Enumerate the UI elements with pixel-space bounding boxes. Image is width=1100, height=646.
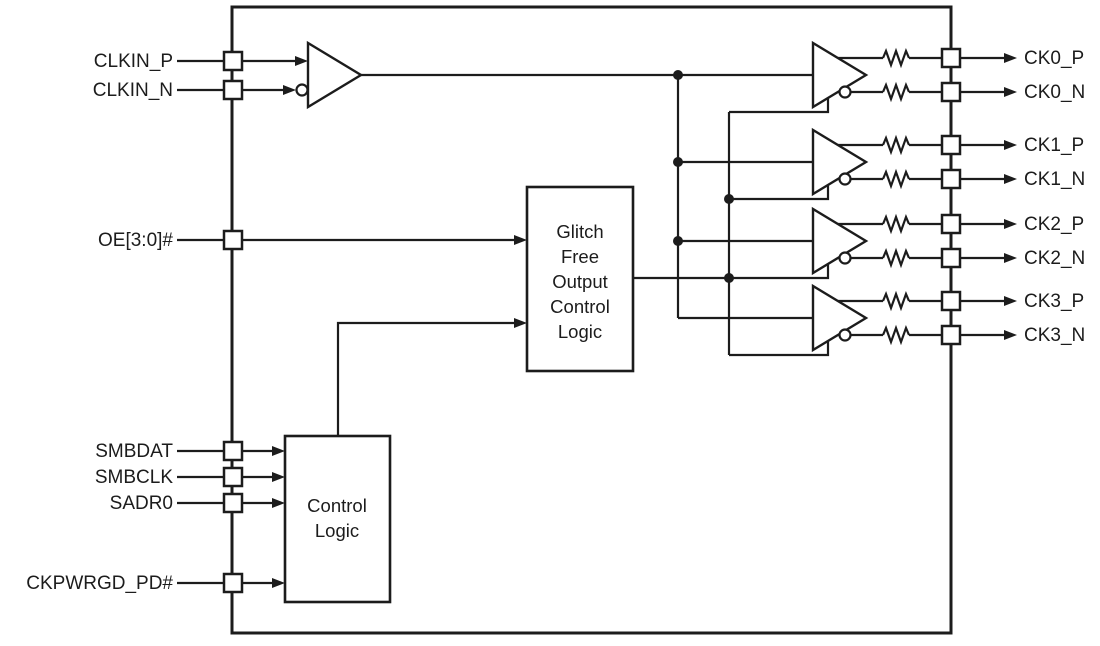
pad-ck2-n — [940, 247, 962, 269]
output-rows — [830, 47, 1017, 346]
pin-label: CLKIN_N — [93, 80, 173, 101]
input-buffer-triangle-icon — [306, 40, 364, 110]
pin-label: SADR0 — [110, 493, 173, 514]
pad-smbclk — [222, 466, 244, 488]
ck0-n-resistor-icon — [881, 81, 911, 103]
ck3-n-arrowhead-icon — [1004, 330, 1017, 340]
pin-label: CK2_P — [1024, 214, 1084, 235]
pin-label: CKPWRGD_PD# — [26, 573, 173, 594]
block-label-line: Logic — [315, 520, 359, 541]
input-pads — [222, 50, 244, 594]
ck2-n-arrowhead-icon — [1004, 253, 1017, 263]
ck2-n-resistor-icon — [881, 247, 911, 269]
clkin-p-arrowhead-icon — [295, 56, 308, 66]
smbdat-arrowhead-icon — [272, 446, 285, 456]
pad-ck3-p — [940, 290, 962, 312]
junction-dot — [673, 70, 683, 80]
glitch-free-block-label: Glitch Free Output Control Logic — [550, 221, 610, 342]
ckpwrgd-arrowhead-icon — [272, 578, 285, 588]
pin-label: SMBCLK — [95, 467, 173, 488]
ck2-p-resistor-icon — [881, 213, 911, 235]
junction-dot — [724, 194, 734, 204]
pad-ck3-n — [940, 324, 962, 346]
pin-label: CK0_N — [1024, 82, 1085, 103]
junction-dot — [673, 157, 683, 167]
ck1-p-arrowhead-icon — [1004, 140, 1017, 150]
pin-label: CK1_N — [1024, 169, 1085, 190]
control-enable-wire — [336, 321, 516, 436]
oe-arrowhead-icon — [514, 235, 527, 245]
ck1-n-arrowhead-icon — [1004, 174, 1017, 184]
ck1-p-resistor-icon — [881, 134, 911, 156]
sadr0-arrowhead-icon — [272, 498, 285, 508]
pad-smbdat — [222, 440, 244, 462]
block-label-line: Glitch — [556, 221, 603, 242]
pad-ck0-p — [940, 47, 962, 69]
inverting-bubble-icon — [838, 172, 852, 186]
control-enable-arrowhead-icon — [514, 318, 527, 328]
enable-branch-ck3 — [729, 339, 830, 357]
enable-branch-ck2 — [729, 262, 830, 280]
pin-label: CK0_P — [1024, 48, 1084, 69]
ck3-n-resistor-icon — [881, 324, 911, 346]
pin-label: CLKIN_P — [94, 51, 173, 72]
pad-ckpwrgd — [222, 572, 244, 594]
output-buffer-ck2 — [811, 206, 869, 276]
pin-label: CK3_N — [1024, 325, 1085, 346]
pad-clkin-n — [222, 79, 244, 101]
ck0-p-arrowhead-icon — [1004, 53, 1017, 63]
block-label-line: Logic — [558, 321, 602, 342]
ck3-p-resistor-icon — [881, 290, 911, 312]
ck3-p-arrowhead-icon — [1004, 296, 1017, 306]
control-logic-block-label: Control Logic — [307, 495, 367, 541]
pin-label: SMBDAT — [95, 441, 173, 462]
pad-ck0-n — [940, 81, 962, 103]
pin-label: OE[3:0]# — [98, 230, 173, 251]
control-to-glitch-wire — [336, 318, 527, 436]
input-differential-buffer — [295, 40, 364, 110]
output-pin-labels: CK0_P CK0_N CK1_P CK1_N CK2_P CK2_N CK3_… — [1024, 48, 1085, 346]
pin-label: CK1_P — [1024, 135, 1084, 156]
pin-label: CK3_P — [1024, 291, 1084, 312]
input-pin-labels: CLKIN_P CLKIN_N OE[3:0]# SMBDAT SMBCLK S… — [26, 51, 173, 594]
clkin-n-arrowhead-icon — [283, 85, 296, 95]
pad-clkin-p — [222, 50, 244, 72]
block-label-line: Output — [552, 271, 608, 292]
output-pads — [940, 47, 962, 346]
pad-ck1-n — [940, 168, 962, 190]
output-buffer-ck3 — [811, 283, 869, 353]
block-label-line: Control — [307, 495, 367, 516]
ck1-n-resistor-icon — [881, 168, 911, 190]
junction-dot — [724, 273, 734, 283]
pad-oe — [222, 229, 244, 251]
block-label-line: Control — [550, 296, 610, 317]
enable-branch-ck0 — [729, 96, 830, 114]
input-wires — [177, 56, 527, 588]
inverting-bubble-icon — [838, 85, 852, 99]
ck0-n-arrowhead-icon — [1004, 87, 1017, 97]
inverting-bubble-icon — [838, 328, 852, 342]
pin-label: CK2_N — [1024, 248, 1085, 269]
ck2-p-arrowhead-icon — [1004, 219, 1017, 229]
junction-dot — [673, 236, 683, 246]
enable-branch-ck1 — [729, 183, 830, 201]
glitch-free-output-control-logic-block — [525, 185, 635, 373]
enable-distribution-net — [633, 96, 830, 357]
control-logic-block — [283, 434, 392, 604]
pad-ck1-p — [940, 134, 962, 156]
output-buffer-ck1 — [811, 127, 869, 197]
output-buffer-ck0 — [811, 40, 869, 110]
pad-sadr0 — [222, 492, 244, 514]
pad-ck2-p — [940, 213, 962, 235]
block-label-line: Free — [561, 246, 599, 267]
inverting-bubble-icon — [295, 83, 309, 97]
ck0-p-resistor-icon — [881, 47, 911, 69]
inverting-bubble-icon — [838, 251, 852, 265]
smbclk-arrowhead-icon — [272, 472, 285, 482]
